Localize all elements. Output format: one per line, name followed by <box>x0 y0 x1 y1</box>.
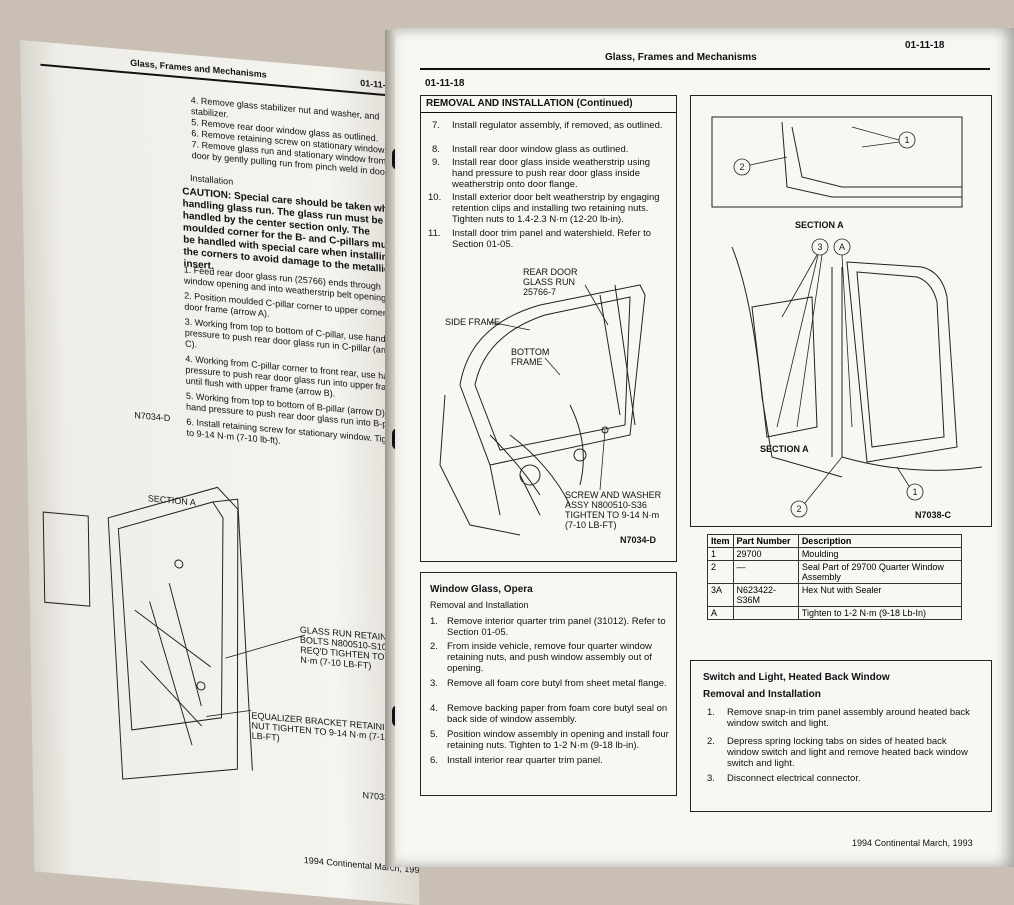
rear-door-diagram <box>439 284 646 536</box>
table-row: 2 — Seal Part of 29700 Quarter Window As… <box>707 560 963 584</box>
cell-item: A <box>707 606 734 620</box>
step-num: 7. <box>432 120 440 131</box>
step-text: From inside vehicle, remove four quarter… <box>447 641 652 674</box>
step-num: 9. <box>432 157 440 168</box>
cell-item: 2 <box>707 560 734 584</box>
table-row: A Tighten to 1-2 N·m (9-18 Lb-In) <box>707 606 963 620</box>
fig2-section-a: SECTION A <box>795 220 844 230</box>
fig1-screw-washer: SCREW AND WASHER ASSY N800510-S36 TIGHTE… <box>565 490 662 530</box>
step-text: Depress spring locking tabs on sides of … <box>727 736 968 769</box>
cell-item: 3A <box>707 583 734 607</box>
callout-3: 3 <box>817 242 822 252</box>
right-header: Glass, Frames and Mechanisms <box>605 52 757 63</box>
step-text: Remove backing paper from foam core buty… <box>447 703 668 725</box>
left-header: Glass, Frames and Mechanisms <box>130 57 267 80</box>
step-text: Install regulator assembly, if removed, … <box>452 120 663 131</box>
section-title-rule <box>420 112 677 113</box>
step-num: 5. <box>430 729 438 740</box>
left-fig-top-code: N7034-D <box>134 410 171 424</box>
step-num: 4. <box>430 703 438 714</box>
right-page-code-left: 01-11-18 <box>425 78 465 89</box>
callout-1-top: 1 <box>904 135 909 145</box>
step-num: 11. <box>428 228 441 239</box>
step-text: Install rear door glass inside weatherst… <box>452 157 651 190</box>
step-num: 1. <box>707 707 715 718</box>
fig1-rear-door-glass-run: REAR DOOR GLASS RUN 25766-7 <box>523 267 578 297</box>
parts-table-header: Item Part Number Description <box>707 534 963 548</box>
step-num: 3. <box>707 773 715 784</box>
opera-title: Window Glass, Opera <box>430 584 533 595</box>
left-install-heading: Installation <box>190 172 234 187</box>
cell-desc: Hex Nut with Sealer <box>797 583 963 607</box>
step-text: Remove interior quarter trim panel (3101… <box>447 616 666 638</box>
step-num: 1. <box>430 616 438 627</box>
fig2-section-a-lower: SECTION A <box>760 444 809 454</box>
left-door-diagram <box>42 486 306 780</box>
cell-item: 1 <box>707 547 734 561</box>
switch-title: Switch and Light, Heated Back Window <box>703 672 890 683</box>
step-num: 6. <box>430 755 438 766</box>
cell-part <box>732 606 799 620</box>
fig1-code: N7034-D <box>620 535 657 545</box>
table-row: 3A N623422-S36M Hex Nut with Sealer <box>707 583 963 607</box>
fig1-side-frame: SIDE FRAME <box>445 317 501 327</box>
step-text: Remove all foam core butyl from sheet me… <box>447 678 667 689</box>
right-page-code-top: 01-11-18 <box>905 40 945 51</box>
col-item: Item <box>707 534 734 548</box>
fig2-code: N7038-C <box>915 510 952 520</box>
right-header-rule <box>420 68 990 70</box>
opera-subtitle: Removal and Installation <box>430 600 529 610</box>
quarter-window-figure-box <box>690 95 992 527</box>
left-install-steps: 1. Feed rear door glass run (25766) ends… <box>184 264 407 458</box>
step-text: Disconnect electrical connector. <box>727 773 861 784</box>
cell-desc: Moulding <box>797 547 963 561</box>
left-page-code: 01-11- <box>360 77 386 91</box>
step-num: 2. <box>707 736 715 747</box>
cell-part: N623422-S36M <box>732 583 799 607</box>
step-text: Position window assembly in opening and … <box>447 729 669 751</box>
parts-table: Item Part Number Description 1 29700 Mou… <box>707 534 963 620</box>
step-text: Install rear door window glass as outlin… <box>452 144 629 155</box>
step-text: Install exterior door belt weatherstrip … <box>452 192 660 225</box>
step-num: 2. <box>430 641 438 652</box>
callout-2-top: 2 <box>739 162 744 172</box>
cell-part: — <box>732 560 799 584</box>
cell-desc: Seal Part of 29700 Quarter Window Assemb… <box>797 560 963 584</box>
section-title: REMOVAL AND INSTALLATION (Continued) <box>426 98 633 109</box>
left-steps-top: 4. Remove glass stabilizer nut and washe… <box>191 95 397 179</box>
step-num: 3. <box>430 678 438 689</box>
cell-part: 29700 <box>732 547 799 561</box>
left-page: Glass, Frames and Mechanisms 01-11- 4. R… <box>20 40 420 905</box>
step-num: 8. <box>432 144 440 155</box>
callout-2-bottom: 2 <box>796 504 801 514</box>
step-num: 10. <box>428 192 442 203</box>
step-text: Install door trim panel and watershield.… <box>452 228 652 250</box>
switch-box <box>690 660 992 812</box>
step-text: Install interior rear quarter trim panel… <box>447 755 603 766</box>
switch-subtitle: Removal and Installation <box>703 689 821 700</box>
right-footer: 1994 Continental March, 1993 <box>852 838 973 848</box>
quarter-window-diagram: 2 1 3 A 2 1 <box>711 116 983 518</box>
step-text: Remove snap-in trim panel assembly aroun… <box>727 707 970 729</box>
callout-1-bottom: 1 <box>912 487 917 497</box>
callout-a: A <box>839 242 845 252</box>
fig1-bottom-frame: BOTTOM FRAME <box>511 347 550 367</box>
table-row: 1 29700 Moulding <box>707 547 963 561</box>
right-page <box>395 28 1014 867</box>
col-description: Description <box>797 534 963 548</box>
cell-desc: Tighten to 1-2 N·m (9-18 Lb-In) <box>797 606 963 620</box>
opera-box <box>420 572 677 796</box>
removal-installation-box <box>420 95 677 562</box>
col-part-number: Part Number <box>732 534 799 548</box>
